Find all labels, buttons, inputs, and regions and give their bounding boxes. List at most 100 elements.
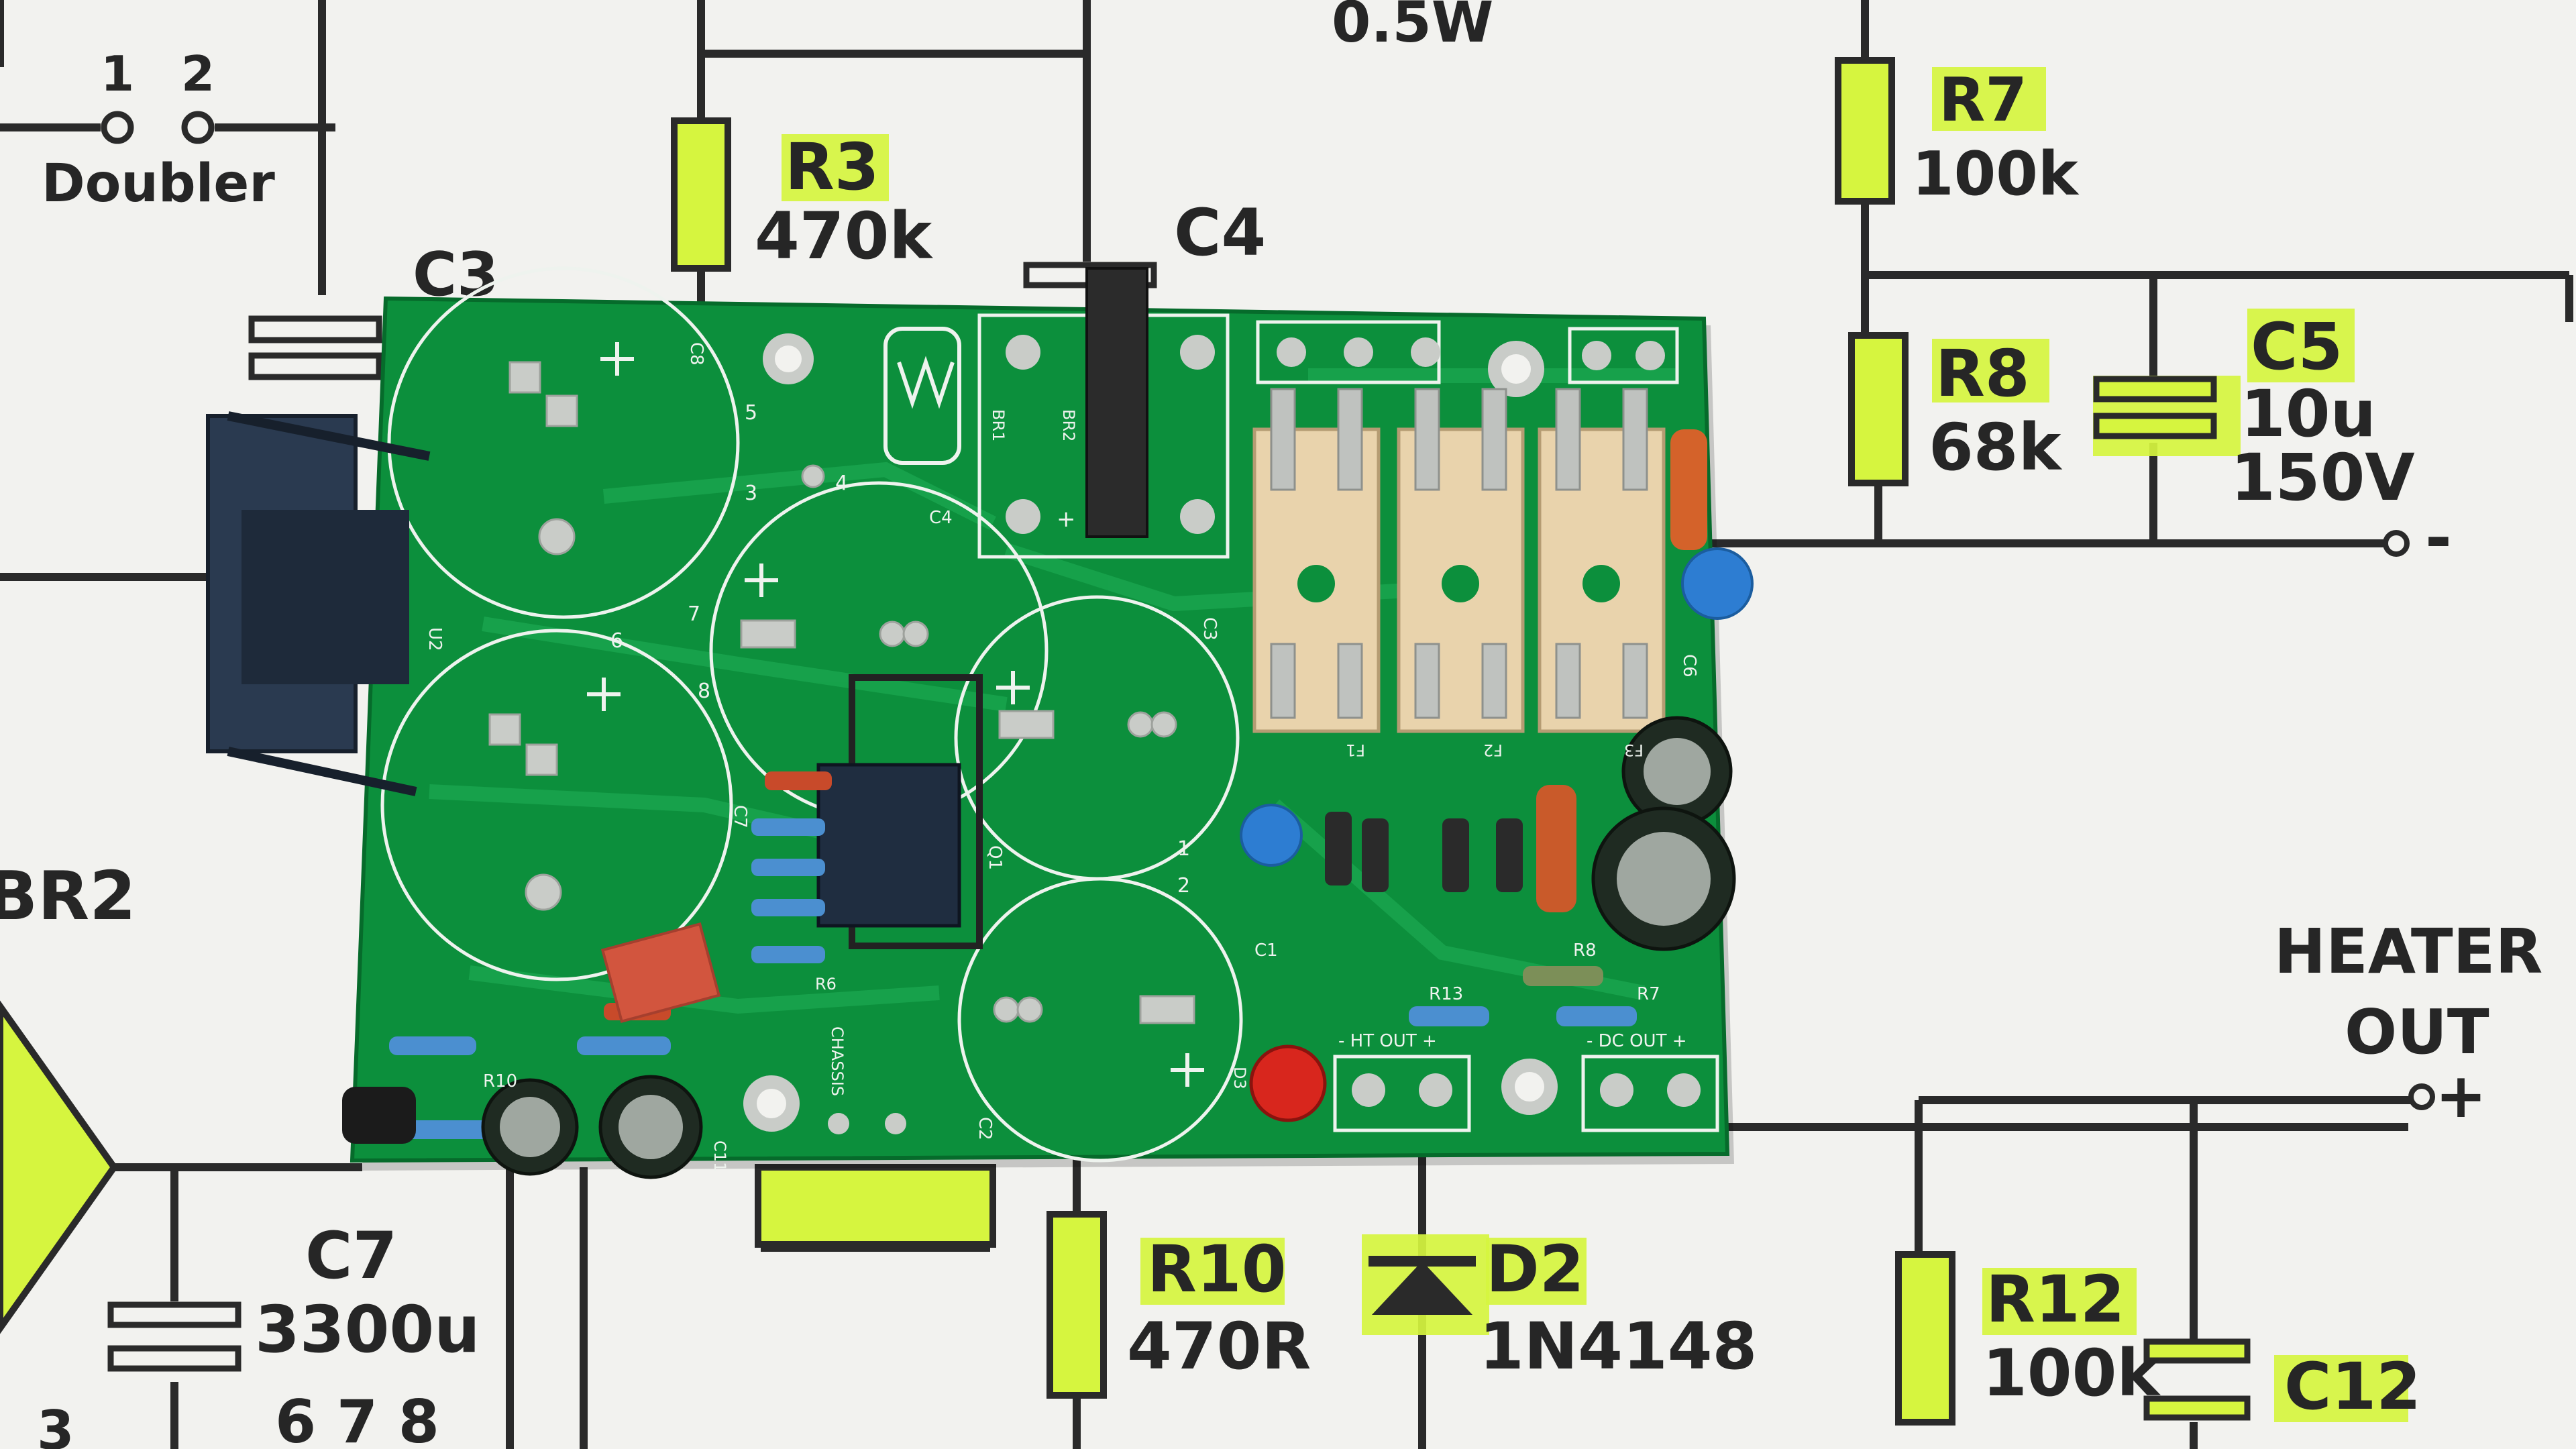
resistor-logo	[883, 327, 961, 465]
diodes	[604, 771, 1523, 1020]
c3-plate-top	[248, 315, 382, 343]
resistor-r8	[1523, 966, 1603, 986]
silk-r6: R6	[815, 975, 837, 994]
pcb-board: C8 C7 C4 C3 C2 C6 C1 C11 U2 BR1 BR2 Q1 D…	[206, 266, 1754, 1179]
ceramic-cap-c6	[1681, 547, 1754, 620]
c5-plate-top	[2093, 376, 2217, 402]
c12-plate	[2143, 1338, 2251, 1364]
doubler-pin-2: 2	[181, 46, 215, 102]
doubler-contact-2	[181, 111, 215, 144]
bridge-rectifier-body	[1085, 267, 1148, 538]
br2-ref: BR2	[0, 857, 136, 935]
c4-ref: C4	[1174, 195, 1266, 270]
r10-ref: R10	[1147, 1232, 1287, 1307]
minus-terminal-label: -	[2425, 500, 2452, 576]
resistor-r13	[1409, 1006, 1489, 1026]
silk-r8: R8	[1573, 941, 1597, 961]
heatsink-u2	[206, 411, 431, 796]
r3-resistor-symbol	[671, 117, 731, 272]
d2-bar	[1368, 1256, 1476, 1267]
r10-highlight	[1140, 1238, 1285, 1305]
silk-q1: Q1	[985, 845, 1005, 870]
silk-dc-out: - DC OUT +	[1587, 1031, 1687, 1051]
r8-ref: R8	[1935, 336, 2030, 411]
ceramic-cap-c1	[1240, 804, 1303, 867]
resistor-r7	[1556, 1006, 1637, 1026]
c3-plate-bottom	[248, 352, 382, 380]
r12-label-highlight	[1982, 1268, 2137, 1335]
c7-plate-bottom	[107, 1345, 241, 1372]
silk-f3: F3	[1624, 741, 1644, 759]
silk-c11: C11	[710, 1140, 729, 1172]
mounting-holes	[743, 333, 1558, 1132]
silk-c8: C8	[686, 342, 706, 366]
fuse-holders	[1252, 388, 1666, 733]
c12-ref: C12	[2284, 1349, 2421, 1424]
capacitor-footprints	[380, 266, 1243, 1163]
c7-plate-top	[107, 1301, 241, 1328]
silk-pin-4: 4	[835, 472, 848, 495]
r3-highlight	[782, 134, 889, 201]
r3-ref: R3	[785, 129, 879, 205]
r7-highlight	[1932, 67, 2046, 131]
silk-r7: R7	[1637, 984, 1660, 1004]
c5-ref: C5	[2251, 309, 2343, 384]
silk-c3: C3	[1199, 617, 1220, 641]
pcb-silkscreen: C8 C7 C4 C3 C2 C6 C1 C11 U2 BR1 BR2 Q1 D…	[425, 342, 1699, 1172]
silk-pin-6: 6	[610, 629, 623, 653]
silk-pin-7: 7	[688, 602, 700, 626]
d2-diode-symbol	[1372, 1261, 1472, 1315]
c7-value: 3300u	[255, 1292, 480, 1367]
silk-pin-3: 3	[745, 482, 757, 505]
c5-value: 10u	[2241, 376, 2376, 451]
silk-br1: BR1	[989, 409, 1008, 441]
silk-chassis: CHASSIS	[828, 1026, 847, 1096]
silk-r10: R10	[483, 1071, 517, 1091]
silk-c6: C6	[1679, 654, 1699, 678]
r10-resistor-symbol	[1046, 1211, 1107, 1399]
pins-bottom: 6 7 8	[275, 1387, 439, 1449]
silk-u2: U2	[425, 627, 445, 651]
heater-out-line2: OUT	[2345, 996, 2489, 1068]
silk-d3: D3	[1230, 1067, 1249, 1089]
silk-br2: BR2	[1059, 409, 1078, 441]
silk-pin-8: 8	[698, 680, 710, 703]
resistors	[389, 429, 1707, 1139]
polarity-marks	[587, 342, 1204, 1087]
c12-plate-2	[2143, 1395, 2251, 1421]
header-pads-top	[1256, 320, 1679, 384]
c7-ref: C7	[305, 1218, 397, 1293]
silk-f2: F2	[1483, 741, 1503, 759]
c8-footprint	[387, 266, 740, 619]
regulator-ic-symbol	[755, 1164, 996, 1248]
c5-label-highlight	[2247, 309, 2355, 382]
doubler-contact-1	[101, 111, 134, 144]
r7-resistor-symbol	[1835, 57, 1895, 205]
d2-value: 1N4148	[1479, 1309, 1757, 1384]
doubler-label: Doubler	[42, 154, 275, 214]
power-rating: 0.5W	[1332, 0, 1493, 55]
c5-voltage: 150V	[2231, 440, 2415, 515]
regulator-block-symbol	[0, 1000, 119, 1334]
c12-label-highlight	[2274, 1355, 2408, 1422]
c7-footprint	[380, 629, 733, 981]
silk-c7: C7	[730, 805, 750, 828]
resistor-r10	[402, 1120, 490, 1139]
pcb-pads	[488, 361, 1195, 1024]
heatsink-q1	[816, 674, 983, 949]
minus-terminal-circle	[2383, 530, 2410, 557]
r8-resistor-symbol	[1848, 332, 1909, 486]
silk-plus: +	[1057, 506, 1076, 533]
resistor-r6	[751, 818, 825, 836]
r3-value: 470k	[755, 199, 933, 274]
heater-out-line1: HEATER	[2274, 916, 2542, 987]
silk-c1: C1	[1254, 941, 1278, 961]
silk-ht-out: - HT OUT +	[1338, 1031, 1437, 1051]
transistor	[342, 1087, 416, 1144]
r10-value: 470R	[1127, 1309, 1311, 1384]
electrolytic-caps	[481, 716, 1736, 1179]
r8-highlight	[1932, 339, 2049, 402]
